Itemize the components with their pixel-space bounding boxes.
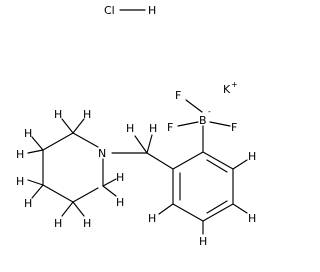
pip-bond-2 <box>42 132 74 151</box>
pip-h-bond-2 <box>72 118 85 134</box>
ring-bond-4 <box>172 203 204 222</box>
atom-h-ch2-2: H <box>149 122 157 135</box>
pip-h-bond-3 <box>31 136 44 151</box>
atom-h-ring-3: H <box>199 235 207 248</box>
pip-bond-1 <box>72 132 99 148</box>
pip-h-bond-10 <box>102 185 117 197</box>
atom-h-pip-4: H <box>16 148 24 161</box>
atom-h-ring-2: H <box>248 212 256 225</box>
ring-h-bond-1 <box>232 159 248 170</box>
atom-h-pip-3: H <box>24 127 32 140</box>
atom-b: B <box>199 114 207 127</box>
atom-f-right: F <box>231 121 237 134</box>
b-charge: - <box>208 107 211 116</box>
pip-bond-5 <box>72 187 99 203</box>
atom-n: N <box>98 147 106 160</box>
atom-k: K <box>223 83 231 96</box>
ring-h-bond-4 <box>158 203 174 215</box>
atom-f-left: F <box>167 121 173 134</box>
pip-h-bond-6 <box>31 184 44 199</box>
atom-h-pip-10: H <box>116 196 124 209</box>
bf-bond-left <box>177 121 199 127</box>
atom-h-ring-4: H <box>148 212 156 225</box>
ring-double-bond-1 <box>206 159 228 173</box>
pip-h-bond-9 <box>102 178 117 187</box>
pip-h-bond-4 <box>27 149 44 154</box>
atom-h-pip-7: H <box>54 217 62 230</box>
ring-bond-6 <box>172 151 204 170</box>
atom-f-top: F <box>175 89 181 102</box>
atom-h-pip-6: H <box>24 197 32 210</box>
ring-double-bond-2 <box>206 200 228 214</box>
bf-bond-top <box>185 99 203 113</box>
pip-h-bond-7 <box>61 201 74 217</box>
atom-h-hcl: H <box>148 4 156 17</box>
pip-h-bond-1 <box>61 118 74 134</box>
pip-bond-4 <box>42 184 74 203</box>
ring-ch2-bond <box>146 152 174 170</box>
atom-h-ring-1: H <box>248 150 256 163</box>
ch2-h-bond-2 <box>146 134 153 154</box>
atom-h-pip-9: H <box>116 171 124 184</box>
k-charge: + <box>231 80 238 89</box>
ch2-h-bond-1 <box>134 135 148 154</box>
pip-h-bond-5 <box>27 179 44 186</box>
atom-h-ch2-1: H <box>126 122 134 135</box>
structure-diagram: Cl H K + F F F B - H H H H H H N <box>16 4 256 248</box>
ring-bond-3 <box>202 203 234 222</box>
atom-h-pip-5: H <box>16 175 24 188</box>
bf-bond-right <box>209 121 231 127</box>
ring-bond-1 <box>202 151 234 170</box>
atom-cl: Cl <box>104 4 115 17</box>
pip-h-bond-8 <box>72 201 85 217</box>
atom-h-pip-1: H <box>54 108 62 121</box>
atom-h-pip-8: H <box>83 217 91 230</box>
ring-h-bond-2 <box>232 203 248 214</box>
atom-h-pip-2: H <box>83 108 91 121</box>
